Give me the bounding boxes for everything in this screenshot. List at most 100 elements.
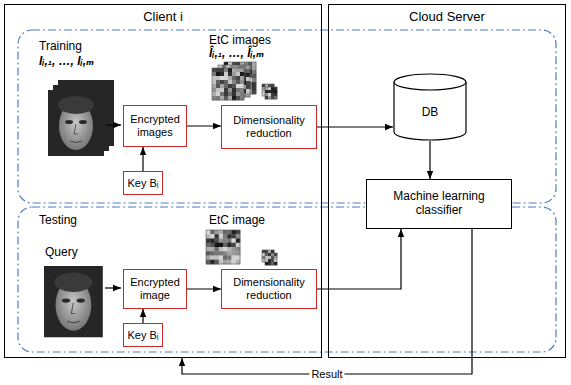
noise-cell (232, 88, 236, 92)
noise-cell (271, 87, 274, 90)
noise-cell (236, 251, 241, 256)
noise-cell (224, 80, 228, 84)
noise-cell (271, 256, 274, 259)
node-label: DB (422, 106, 439, 120)
noise-cell (236, 239, 241, 244)
noise-cell (212, 80, 216, 84)
noise-cell (227, 239, 232, 244)
noise-cell (227, 243, 232, 248)
noise-cell (212, 76, 216, 80)
noise-cell (246, 93, 250, 97)
face-image (44, 266, 103, 337)
noise-cell (220, 88, 224, 92)
noise-cell (227, 234, 232, 239)
node-label: Encrypted images (127, 113, 183, 138)
section-label: Training (38, 40, 83, 54)
database-cylinder: DB (393, 73, 467, 141)
noise-cell (268, 90, 271, 93)
noise-cell (215, 243, 220, 248)
noise-cell (227, 247, 232, 252)
noise-cell (265, 253, 268, 256)
noise-cell (252, 66, 256, 70)
noise-cell (265, 90, 268, 93)
noise-cell (206, 239, 211, 244)
noise-cell (219, 234, 224, 239)
noise-cell (216, 80, 220, 84)
etc-images (206, 62, 277, 265)
connector-arrow (182, 229, 472, 374)
noise-cell (215, 230, 220, 235)
noise-cell (232, 92, 236, 96)
etc-image (265, 87, 277, 99)
server-panel: Cloud ServerDB Machine learning classifie… (328, 4, 566, 358)
noise-cell (236, 80, 240, 84)
noise-cell (236, 260, 241, 265)
noise-cell (236, 96, 240, 100)
panel-title: Client i (5, 9, 321, 24)
noise-cell (216, 88, 220, 92)
noise-cell (232, 72, 236, 76)
key-box: Key Bᵢ (123, 323, 163, 347)
noise-cell (271, 90, 274, 93)
noise-cell (210, 230, 215, 235)
etc-image (218, 65, 250, 97)
noise-cell (232, 247, 237, 252)
noise-cell (219, 260, 224, 265)
noise-cell (265, 256, 268, 259)
noise-cell (227, 260, 232, 265)
noise-cell (223, 243, 228, 248)
noise-cell (265, 256, 268, 259)
noise-cell (252, 70, 256, 74)
node-label: Key Bᵢ (127, 177, 158, 190)
noise-cell (265, 93, 268, 96)
noise-cell (271, 259, 274, 262)
noise-cell (227, 251, 232, 256)
noise-cell (236, 243, 241, 248)
noise-cell (232, 243, 237, 248)
noise-cell (240, 72, 244, 76)
noise-cell (224, 76, 228, 80)
node-label: Dimensionality reduction (225, 276, 313, 301)
noise-cell (212, 68, 216, 72)
noise-cell (219, 230, 224, 235)
noise-cell (223, 230, 228, 235)
noise-cell (232, 80, 236, 84)
noise-cell (220, 68, 224, 72)
etc-image (265, 253, 277, 265)
noise-cell (268, 256, 271, 259)
noise-cell (206, 234, 211, 239)
noise-cell (212, 72, 216, 76)
noise-cell (246, 85, 250, 89)
noise-cell (252, 78, 256, 82)
process-box: Encrypted image (123, 269, 187, 309)
noise-cell (236, 230, 241, 235)
node-label: Machine learning classifier (370, 190, 508, 218)
noise-cell (240, 96, 244, 100)
noise-cell (212, 84, 216, 88)
noise-cell (232, 239, 237, 244)
noise-cell (265, 87, 268, 90)
noise-cell (212, 96, 216, 100)
noise-cell (232, 256, 237, 261)
image-caption: EtC images (208, 34, 272, 48)
connector-arrow (317, 229, 401, 289)
noise-cell (228, 68, 232, 72)
noise-cell (215, 239, 220, 244)
noise-cell (240, 68, 244, 72)
noise-cell (252, 86, 256, 90)
noise-cell (220, 84, 224, 88)
noise-cell (219, 239, 224, 244)
noise-cell (215, 256, 220, 261)
panel-title: Cloud Server (329, 9, 565, 24)
noise-cell (271, 259, 274, 262)
noise-cell (268, 90, 271, 93)
node-label: Encrypted image (127, 276, 183, 301)
noise-cell (232, 96, 236, 100)
connector-arrow (187, 125, 221, 126)
noise-cell (219, 256, 224, 261)
noise-cell (246, 73, 250, 77)
noise-cell (216, 72, 220, 76)
noise-cell (212, 92, 216, 96)
noise-cell (228, 80, 232, 84)
etc-image (262, 84, 274, 96)
